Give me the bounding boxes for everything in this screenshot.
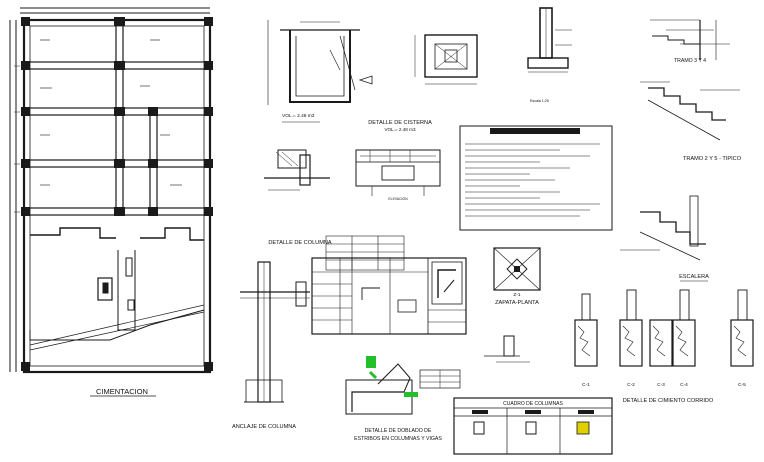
cistern-vol: VOL.= 2.48 m3: [282, 113, 315, 119]
stair-escalera: ESCALERA: [620, 195, 709, 282]
cimiento-tag: C-3: [657, 382, 665, 388]
zapata-tag: Z-1: [513, 292, 521, 298]
doblado-title-line2: ESTRIBOS EN COLUMNAS Y VIGAS: [354, 436, 442, 442]
elevacion-label: ELEVACION: [388, 197, 408, 201]
cistern-vol-small: VOL.= 2.48 m3: [384, 127, 415, 132]
cimiento-corrido-details: C-1 C-2 C-3 C-4 C-5 DETALLE DE CIMIENTO …: [574, 289, 754, 404]
cuadro-columnas: CUADRO DE COLUMNAS: [453, 397, 613, 455]
cuadro-title: CUADRO DE COLUMNAS: [503, 401, 563, 407]
stair-tramo-3-4: TRAMO 3 Y 4: [650, 19, 730, 64]
escala-note: Escala 1:25: [530, 99, 549, 103]
cistern-wall-section: Escala 1:25: [527, 7, 572, 103]
anclaje-title: ANCLAJE DE COLUMNA: [232, 424, 296, 430]
cimiento-tag: C-2: [627, 382, 635, 388]
general-notes-block: [459, 125, 613, 231]
doblado-detail: DETALLE DE DOBLADO DE ESTRIBOS EN COLUMN…: [345, 356, 461, 442]
zapata-plan: Z-1 ZAPATA-PLANTA: [484, 247, 541, 363]
cimiento-tag: C-1: [582, 382, 590, 388]
specs-table: [311, 257, 467, 335]
plan-title: CIMENTACION: [96, 387, 148, 396]
stair-tramo-2-5: TRAMO 2 Y 5 - TIPICO: [640, 81, 742, 162]
tramo-2: TRAMO 2 Y 5 - TIPICO: [683, 156, 742, 162]
escalera-title: ESCALERA: [679, 274, 709, 280]
cimiento-tag: C-4: [680, 382, 688, 388]
foundation-plan: CIMENTACION: [9, 7, 213, 397]
anclaje-columna-detail: ANCLAJE DE COLUMNA: [232, 261, 310, 430]
zapata-title: ZAPATA-PLANTA: [495, 300, 539, 306]
doblado-title-line1: DETALLE DE DOBLADO DE: [365, 428, 432, 434]
tramo-1: TRAMO 3 Y 4: [674, 58, 706, 64]
cistern-plan: [414, 34, 478, 85]
cistern-title: DETALLE DE CISTERNA: [368, 120, 432, 126]
cimiento-title: DETALLE DE CIMIENTO CORRIDO: [623, 398, 714, 404]
cistern-section: VOL.= 2.48 m3: [267, 20, 373, 123]
cimiento-tag: C-5: [738, 382, 746, 388]
column-detail: [264, 149, 330, 191]
beam-elevation: ELEVACION: [355, 149, 441, 201]
column-detail-title: DETALLE DE COLUMNA: [268, 240, 332, 246]
